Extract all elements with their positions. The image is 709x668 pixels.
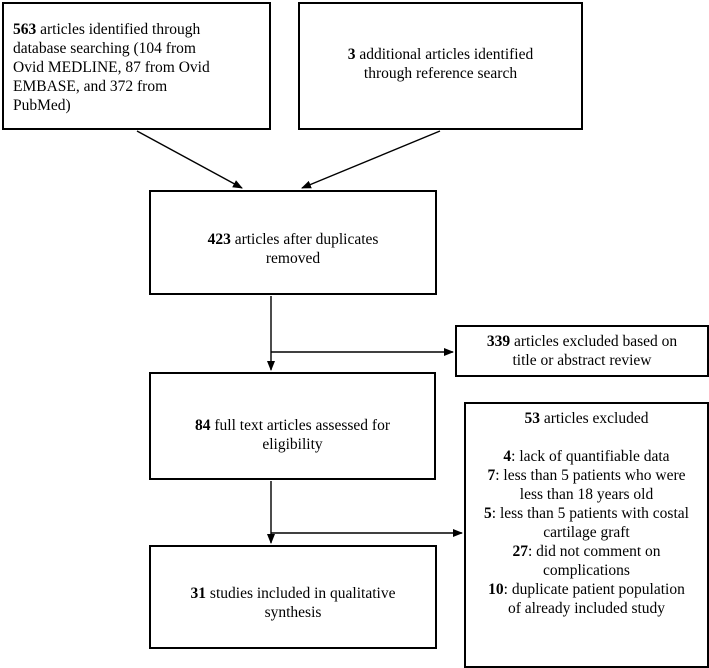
arrow-reference-to-duplicates (301, 130, 441, 189)
excluded-title-abstract-line-1: 339 articles excluded based on (486, 333, 678, 350)
exclusion-reason: 27: did not comment on complications (470, 542, 703, 580)
exclusion-reason: 7: less than 5 patients who were less th… (470, 466, 703, 504)
full-text-assessed-count: 84 (195, 417, 211, 434)
excluded-title-abstract-box: 339 articles excluded based on title or … (455, 325, 709, 377)
database-search-count: 563 (13, 21, 37, 38)
studies-included-count: 31 (190, 585, 207, 602)
exclusion-reason-count: 4 (503, 448, 512, 465)
exclusion-reason-count: 10 (488, 581, 504, 598)
reference-search-count: 3 (347, 46, 356, 63)
excluded-full-text-box: 53 articles excluded 4: lack of quantifi… (464, 402, 709, 668)
duplicates-removed-count: 423 (207, 231, 231, 248)
arrow-database-to-duplicates (136, 130, 243, 189)
spacer (470, 428, 703, 447)
studies-included-line-1: 31 studies included in qualitative (190, 585, 396, 602)
reference-search-line-1: 3 additional articles identified (347, 46, 534, 63)
studies-included-line-2: synthesis (264, 604, 322, 621)
exclusion-reason: 4: lack of quantifiable data (503, 448, 670, 465)
exclusion-reason: 5: less than 5 patients with costal cart… (470, 504, 703, 542)
exclusion-reason-count: 27 (512, 543, 528, 560)
excluded-title-abstract-count: 339 (486, 333, 511, 350)
exclusion-reason-line-2: complications (543, 562, 630, 579)
reference-search-box: 3 additional articles identified through… (298, 2, 583, 130)
duplicates-removed-line-2: removed (265, 250, 321, 267)
full-text-assessed-line-2: eligibility (262, 436, 323, 453)
excluded-full-text-title: 53 articles excluded (524, 410, 649, 427)
duplicates-removed-line-1: 423 articles after duplicates (207, 231, 379, 248)
exclusion-reason-line-2: cartilage graft (543, 524, 630, 541)
reference-search-line-2: through reference search (363, 65, 518, 82)
full-text-assessed-box: 84 full text articles assessed for eligi… (149, 372, 436, 480)
database-search-line-1: 563 articles identified through (13, 21, 201, 38)
exclusion-reason-line-2: of already included study (507, 600, 666, 617)
database-search-box: 563 articles identified through database… (2, 2, 271, 130)
database-search-line-4: EMBASE, and 372 from (13, 78, 168, 95)
full-text-assessed-line-1: 84 full text articles assessed for (195, 417, 390, 434)
exclusion-reason-count: 7 (487, 467, 496, 484)
exclusion-reason-count: 5 (484, 505, 492, 522)
studies-included-box: 31 studies included in qualitative synth… (149, 545, 437, 649)
exclusion-reason-line-2: less than 18 years old (519, 486, 654, 503)
excluded-title-abstract-line-2: title or abstract review (512, 352, 652, 369)
database-search-line-5: PubMed) (13, 97, 71, 114)
excluded-full-text-count: 53 (524, 410, 541, 427)
database-search-line-3: Ovid MEDLINE, 87 from Ovid (13, 59, 210, 76)
duplicates-removed-box: 423 articles after duplicates removed (149, 190, 437, 295)
database-search-line-2: database searching (104 from (13, 40, 196, 57)
exclusion-reason: 10: duplicate patient population of alre… (470, 580, 703, 618)
